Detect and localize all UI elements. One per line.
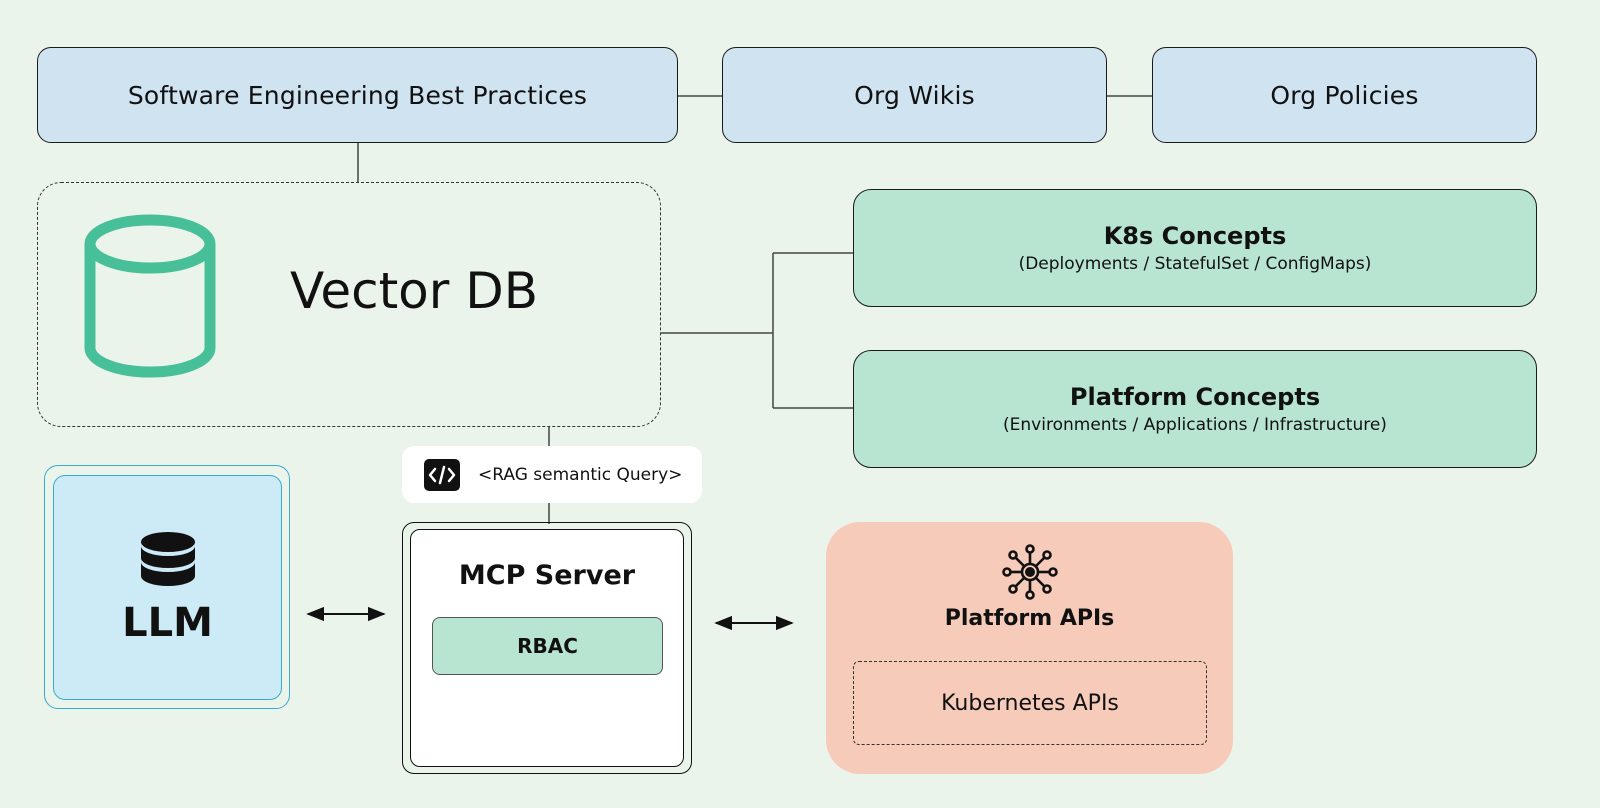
best-practices-label: Software Engineering Best Practices bbox=[127, 80, 588, 110]
org-policies-box: Org Policies bbox=[1152, 47, 1537, 143]
kubernetes-apis-label: Kubernetes APIs bbox=[941, 690, 1119, 716]
network-hub-icon bbox=[1001, 544, 1058, 600]
vector-db-container bbox=[37, 182, 661, 427]
mcp-server-outer-frame bbox=[402, 522, 692, 774]
k8s-concepts-box: K8s Concepts (Deployments / StatefulSet … bbox=[853, 189, 1537, 307]
platform-concepts-title: Platform Concepts bbox=[1069, 383, 1321, 411]
k8s-concepts-title: K8s Concepts bbox=[1103, 222, 1287, 250]
kubernetes-apis-box: Kubernetes APIs bbox=[853, 661, 1207, 745]
platform-concepts-subtitle: (Environments / Applications / Infrastru… bbox=[1003, 415, 1387, 435]
org-policies-label: Org Policies bbox=[1270, 80, 1419, 110]
best-practices-box: Software Engineering Best Practices bbox=[37, 47, 678, 143]
rbac-box: RBAC bbox=[432, 617, 663, 675]
line-vectordb-to-concepts bbox=[661, 252, 853, 409]
vector-db-label: Vector DB bbox=[290, 262, 539, 320]
llm-outer-frame bbox=[44, 465, 290, 709]
org-wikis-box: Org Wikis bbox=[722, 47, 1107, 143]
llm-label: LLM bbox=[122, 599, 213, 646]
k8s-concepts-subtitle: (Deployments / StatefulSet / ConfigMaps) bbox=[1018, 254, 1372, 274]
rbac-label: RBAC bbox=[517, 634, 578, 658]
database-cylinder-icon bbox=[84, 214, 216, 378]
mcp-server-title: MCP Server bbox=[458, 560, 636, 591]
database-stack-icon bbox=[140, 531, 195, 586]
code-icon bbox=[424, 458, 460, 491]
org-wikis-label: Org Wikis bbox=[854, 80, 975, 110]
rag-query-pill: <RAG semantic Query> bbox=[402, 446, 702, 503]
llm-box: LLM bbox=[53, 475, 282, 700]
rag-query-label: <RAG semantic Query> bbox=[478, 464, 683, 485]
platform-apis-box: Platform APIs bbox=[826, 522, 1233, 774]
platform-concepts-box: Platform Concepts (Environments / Applic… bbox=[853, 350, 1537, 468]
platform-apis-title: Platform APIs bbox=[944, 606, 1115, 631]
